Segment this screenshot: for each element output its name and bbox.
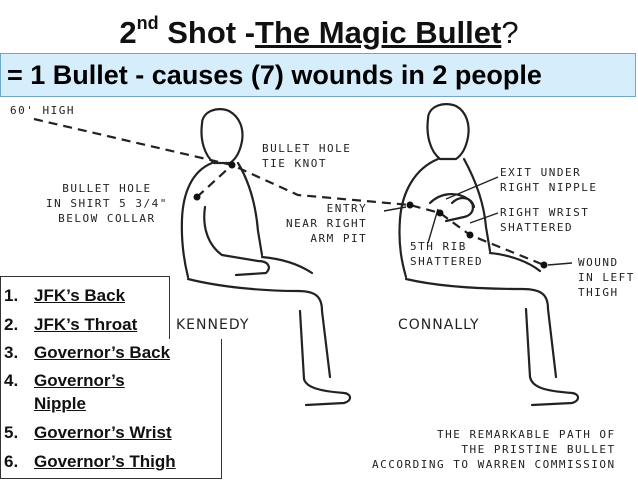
title-shot: Shot - — [158, 15, 256, 50]
wound-dot-gov-chest — [436, 209, 444, 217]
title-superscript: nd — [136, 13, 159, 33]
connally-leg — [524, 307, 580, 407]
wound-item-4-line2: Nipple — [34, 394, 86, 413]
height-label: 60' HIGH — [10, 104, 75, 117]
shirt-hole-label: BULLET HOLE IN SHIRT 5 3/4" BELOW COLLAR — [46, 182, 168, 225]
wound-item-5: 5.Governor’s Wrist — [4, 423, 172, 442]
connally-torso — [398, 157, 440, 279]
kennedy-head — [200, 107, 244, 165]
kennedy-arm — [203, 205, 270, 277]
pointer-rib — [427, 208, 439, 244]
wrist-label: RIGHT WRIST SHATTERED — [500, 206, 590, 234]
wound-item-1: 1.JFK’s Back — [4, 286, 126, 305]
kennedy-torso — [180, 161, 214, 279]
exit-label: EXIT UNDER RIGHT NIPPLE — [500, 166, 598, 194]
wound-dot-back — [193, 193, 201, 201]
connally-label: CONNALLY — [398, 317, 480, 333]
wound-item-3: 3.Governor’s Back — [4, 343, 171, 362]
connally-thigh — [404, 277, 550, 311]
caption: THE REMARKABLE PATH OF THE PRISTINE BULL… — [372, 428, 616, 471]
connally-head — [426, 102, 470, 161]
wound-list-top — [0, 276, 170, 340]
bullet-path-diagram: 60' HIGH BULLET HOLE IN SHIRT 5 3/4" BEL… — [0, 97, 638, 479]
pointer-exit — [445, 176, 499, 200]
pointer-entry — [383, 206, 407, 212]
wound-dot-gov-back — [406, 201, 414, 209]
connally-thigh-top — [488, 251, 542, 273]
bullet-path-kennedy-back — [196, 164, 233, 198]
title-name: The Magic Bullet — [255, 15, 502, 50]
slide-title: 2nd Shot -The Magic Bullet? — [0, 0, 638, 50]
kennedy-label: KENNEDY — [176, 317, 250, 333]
pointer-thigh — [547, 262, 573, 266]
wound-item-4: 4.Governor’s — [4, 371, 125, 390]
entry-label: ENTRY NEAR RIGHT ARM PIT — [286, 202, 368, 245]
summary-banner: = 1 Bullet - causes (7) wounds in 2 peop… — [0, 53, 636, 97]
title-ordinal: 2 — [119, 15, 137, 50]
title-question-mark: ? — [501, 15, 519, 50]
wound-list-bottom — [0, 339, 222, 479]
thigh-wound-label: WOUND IN LEFT THIGH — [578, 256, 635, 299]
wound-dot-gov-wrist — [466, 231, 474, 239]
kennedy-thigh — [186, 277, 324, 313]
wound-item-2: 2.JFK’s Throat — [4, 315, 138, 334]
diagram-drawing — [33, 102, 580, 407]
kennedy-thigh-top — [260, 255, 314, 275]
wound-dot-gov-thigh — [540, 261, 548, 269]
connally-leg-front — [546, 307, 558, 379]
rib-label: 5TH RIB SHATTERED — [410, 240, 484, 268]
connally-hand — [450, 197, 476, 209]
connally-chest — [462, 157, 492, 253]
wound-dot-throat — [228, 161, 236, 169]
wound-item-6: 6.Governor’s Thigh — [4, 452, 176, 471]
tie-knot-label: BULLET HOLE TIE KNOT — [262, 142, 352, 170]
kennedy-leg-front — [320, 309, 332, 379]
kennedy-leg — [298, 309, 352, 407]
pointer-wrist — [469, 212, 499, 224]
